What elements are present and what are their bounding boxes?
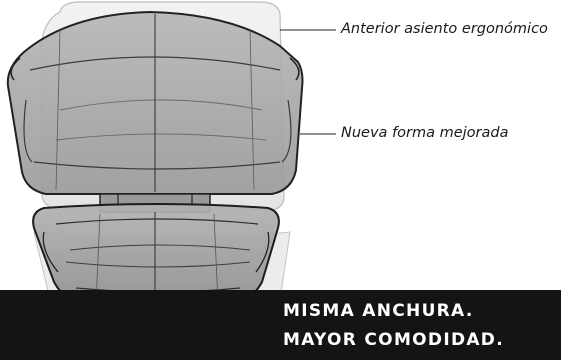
slogan-line-2: MAYOR COMODIDAD. — [283, 330, 504, 350]
slogan-banner: MISMA ANCHURA. MAYOR COMODIDAD. — [0, 290, 561, 360]
new-backrest — [6, 10, 304, 195]
new-seat-cushion — [32, 203, 280, 309]
callout-new-shape: Nueva forma mejorada — [341, 125, 509, 141]
slogan-line-1: MISMA ANCHURA. — [283, 301, 474, 321]
callout-previous-seat: Anterior asiento ergonómico — [341, 21, 548, 37]
